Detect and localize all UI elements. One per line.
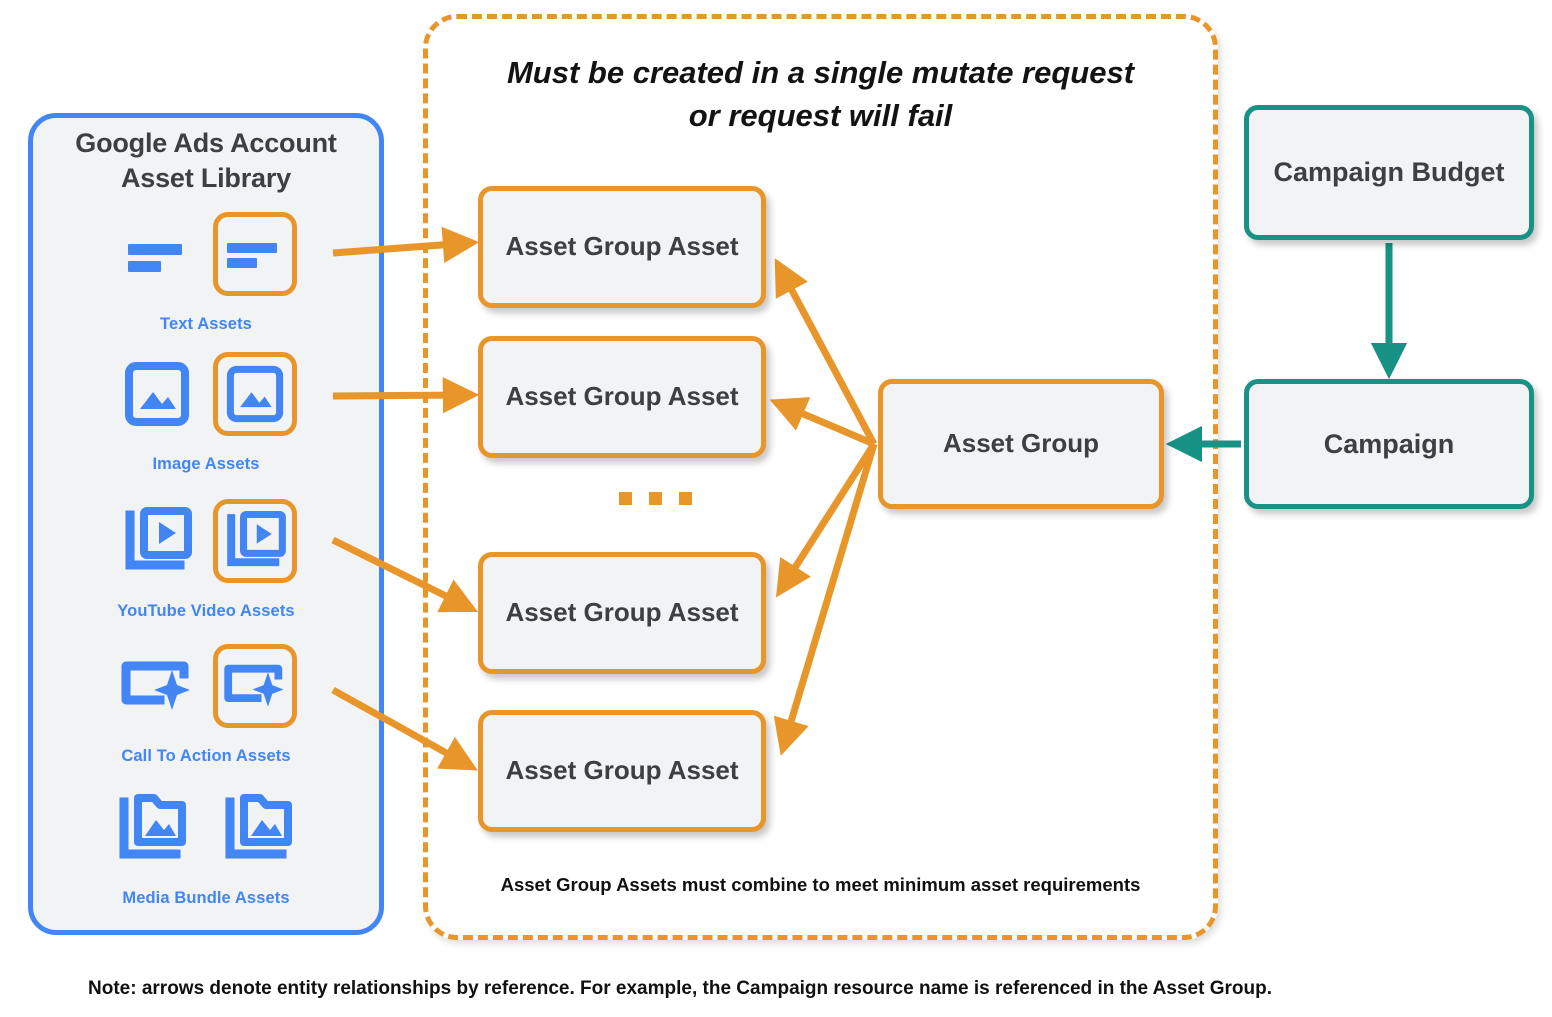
ellipsis-dot-1	[618, 491, 632, 505]
campaign-budget-label: Campaign Budget	[1273, 157, 1505, 188]
diagram-footer-note: Note: arrows denote entity relationships…	[88, 978, 1272, 999]
media-bundle-asset-icon	[111, 786, 195, 870]
asset-caption-text: Text Assets	[160, 315, 252, 333]
asset-icons-call-to-action	[33, 638, 379, 734]
asset-caption-call-to-action: Call To Action Assets	[121, 747, 291, 765]
image-asset-icon	[115, 352, 199, 436]
asset-group-asset-label-2: Asset Group Asset	[505, 381, 739, 412]
text-asset-icon	[115, 212, 199, 296]
asset-library-title: Google Ads Account Asset Library	[33, 126, 379, 195]
asset-library-title-line-1: Google Ads Account	[75, 128, 337, 158]
asset-icons-youtube-video	[33, 493, 379, 589]
asset-caption-image: Image Assets	[152, 455, 260, 473]
youtube-video-asset-icon-selected[interactable]	[213, 499, 297, 583]
asset-row-call-to-action: Call To Action Assets	[33, 638, 379, 770]
asset-icons-text	[33, 206, 379, 302]
asset-caption-youtube-video: YouTube Video Assets	[117, 602, 295, 620]
asset-group-asset-node-3[interactable]: Asset Group Asset	[478, 552, 766, 674]
asset-row-image: Image Assets	[33, 346, 379, 478]
campaign-label: Campaign	[1323, 428, 1455, 459]
call-to-action-asset-icon	[115, 644, 199, 728]
image-asset-icon-selected[interactable]	[213, 352, 297, 436]
asset-group-node[interactable]: Asset Group	[878, 379, 1164, 509]
asset-group-asset-label-4: Asset Group Asset	[505, 755, 739, 786]
mutate-request-heading: Must be created in a single mutate reque…	[423, 52, 1218, 138]
minimum-asset-requirements-note: Asset Group Assets must combine to meet …	[500, 874, 1141, 895]
asset-group-asset-label-1: Asset Group Asset	[505, 231, 739, 262]
ellipsis-dot-2	[648, 491, 662, 505]
asset-icons-media-bundle	[33, 780, 379, 876]
asset-group-label: Asset Group	[942, 428, 1100, 459]
asset-library-title-line-2: Asset Library	[121, 162, 291, 193]
youtube-video-asset-icon	[115, 499, 199, 583]
asset-group-asset-node-1[interactable]: Asset Group Asset	[478, 186, 766, 308]
asset-icons-image	[33, 346, 379, 442]
ellipsis-dot-3	[678, 491, 692, 505]
asset-group-asset-node-4[interactable]: Asset Group Asset	[478, 710, 766, 832]
asset-row-text: Text Assets	[33, 206, 379, 338]
mutate-heading-line-2: or request will fail	[688, 97, 953, 133]
ellipsis-indicator	[600, 485, 710, 511]
mutate-request-region	[423, 14, 1218, 940]
asset-library-panel: Google Ads Account Asset Library	[28, 113, 384, 935]
campaign-budget-node[interactable]: Campaign Budget	[1244, 105, 1534, 240]
asset-group-asset-label-3: Asset Group Asset	[505, 597, 739, 628]
asset-caption-media-bundle: Media Bundle Assets	[122, 889, 290, 907]
mutate-heading-line-1: Must be created in a single mutate reque…	[506, 55, 1135, 90]
campaign-node[interactable]: Campaign	[1244, 379, 1534, 509]
text-asset-icon-selected[interactable]	[213, 212, 297, 296]
asset-row-media-bundle: Media Bundle Assets	[33, 780, 379, 912]
asset-group-asset-node-2[interactable]: Asset Group Asset	[478, 336, 766, 458]
asset-row-youtube-video: YouTube Video Assets	[33, 493, 379, 625]
media-bundle-asset-icon-2	[217, 786, 301, 870]
call-to-action-asset-icon-selected[interactable]	[213, 644, 297, 728]
